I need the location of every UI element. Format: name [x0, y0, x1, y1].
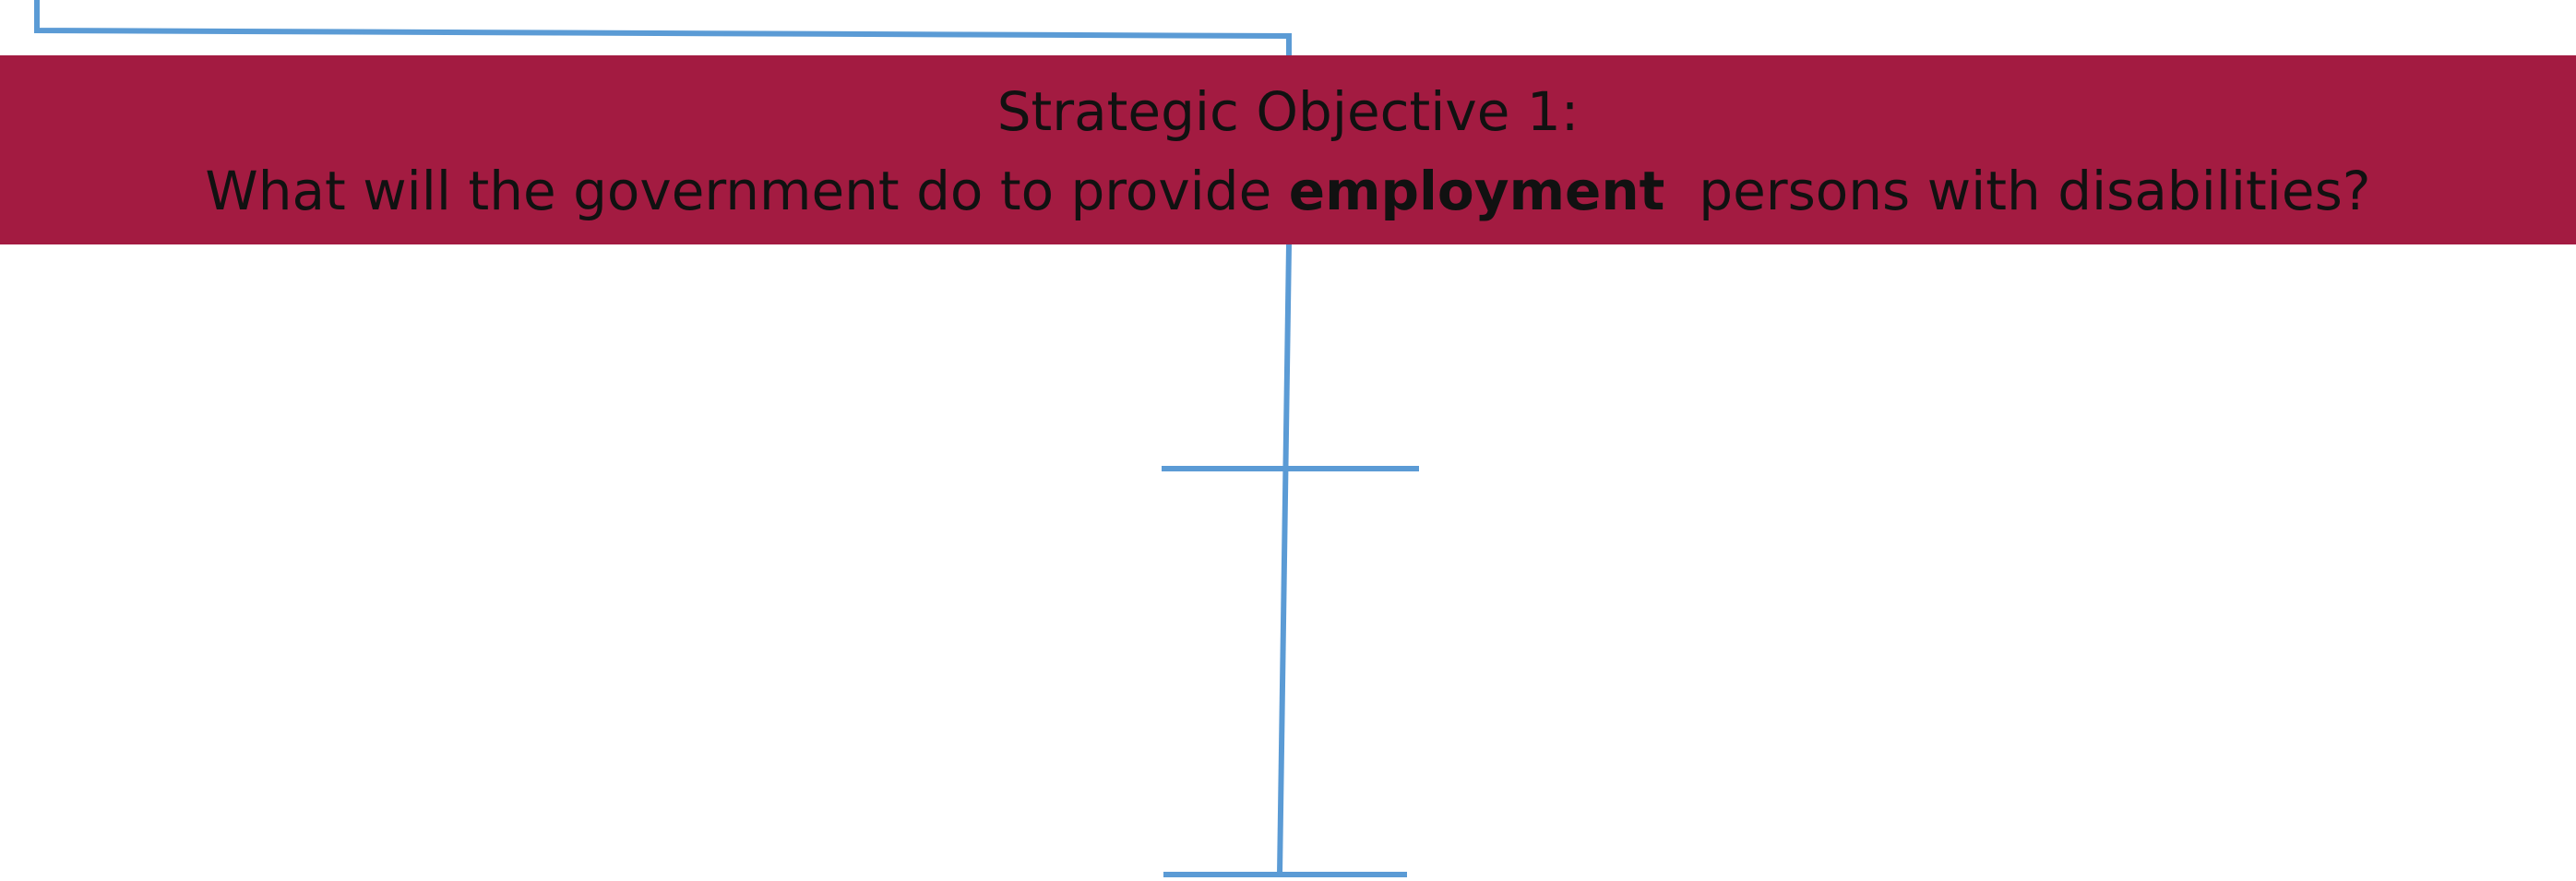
objective-heading: Strategic Objective 1:: [996, 80, 1580, 143]
question-text-start: What will the government do to provide: [205, 160, 1289, 222]
question-text-end: persons with disabilities?: [1664, 160, 2371, 222]
objective-question: What will the government do to provide e…: [0, 151, 2576, 231]
question-emphasis: employment: [1288, 160, 1665, 222]
top-connector-line: [34, 0, 1292, 55]
objective-banner: Strategic Objective 1: What will the gov…: [0, 55, 2576, 244]
vertical-stem-line: [1277, 244, 1292, 875]
objective-banner-background: [0, 55, 2576, 244]
